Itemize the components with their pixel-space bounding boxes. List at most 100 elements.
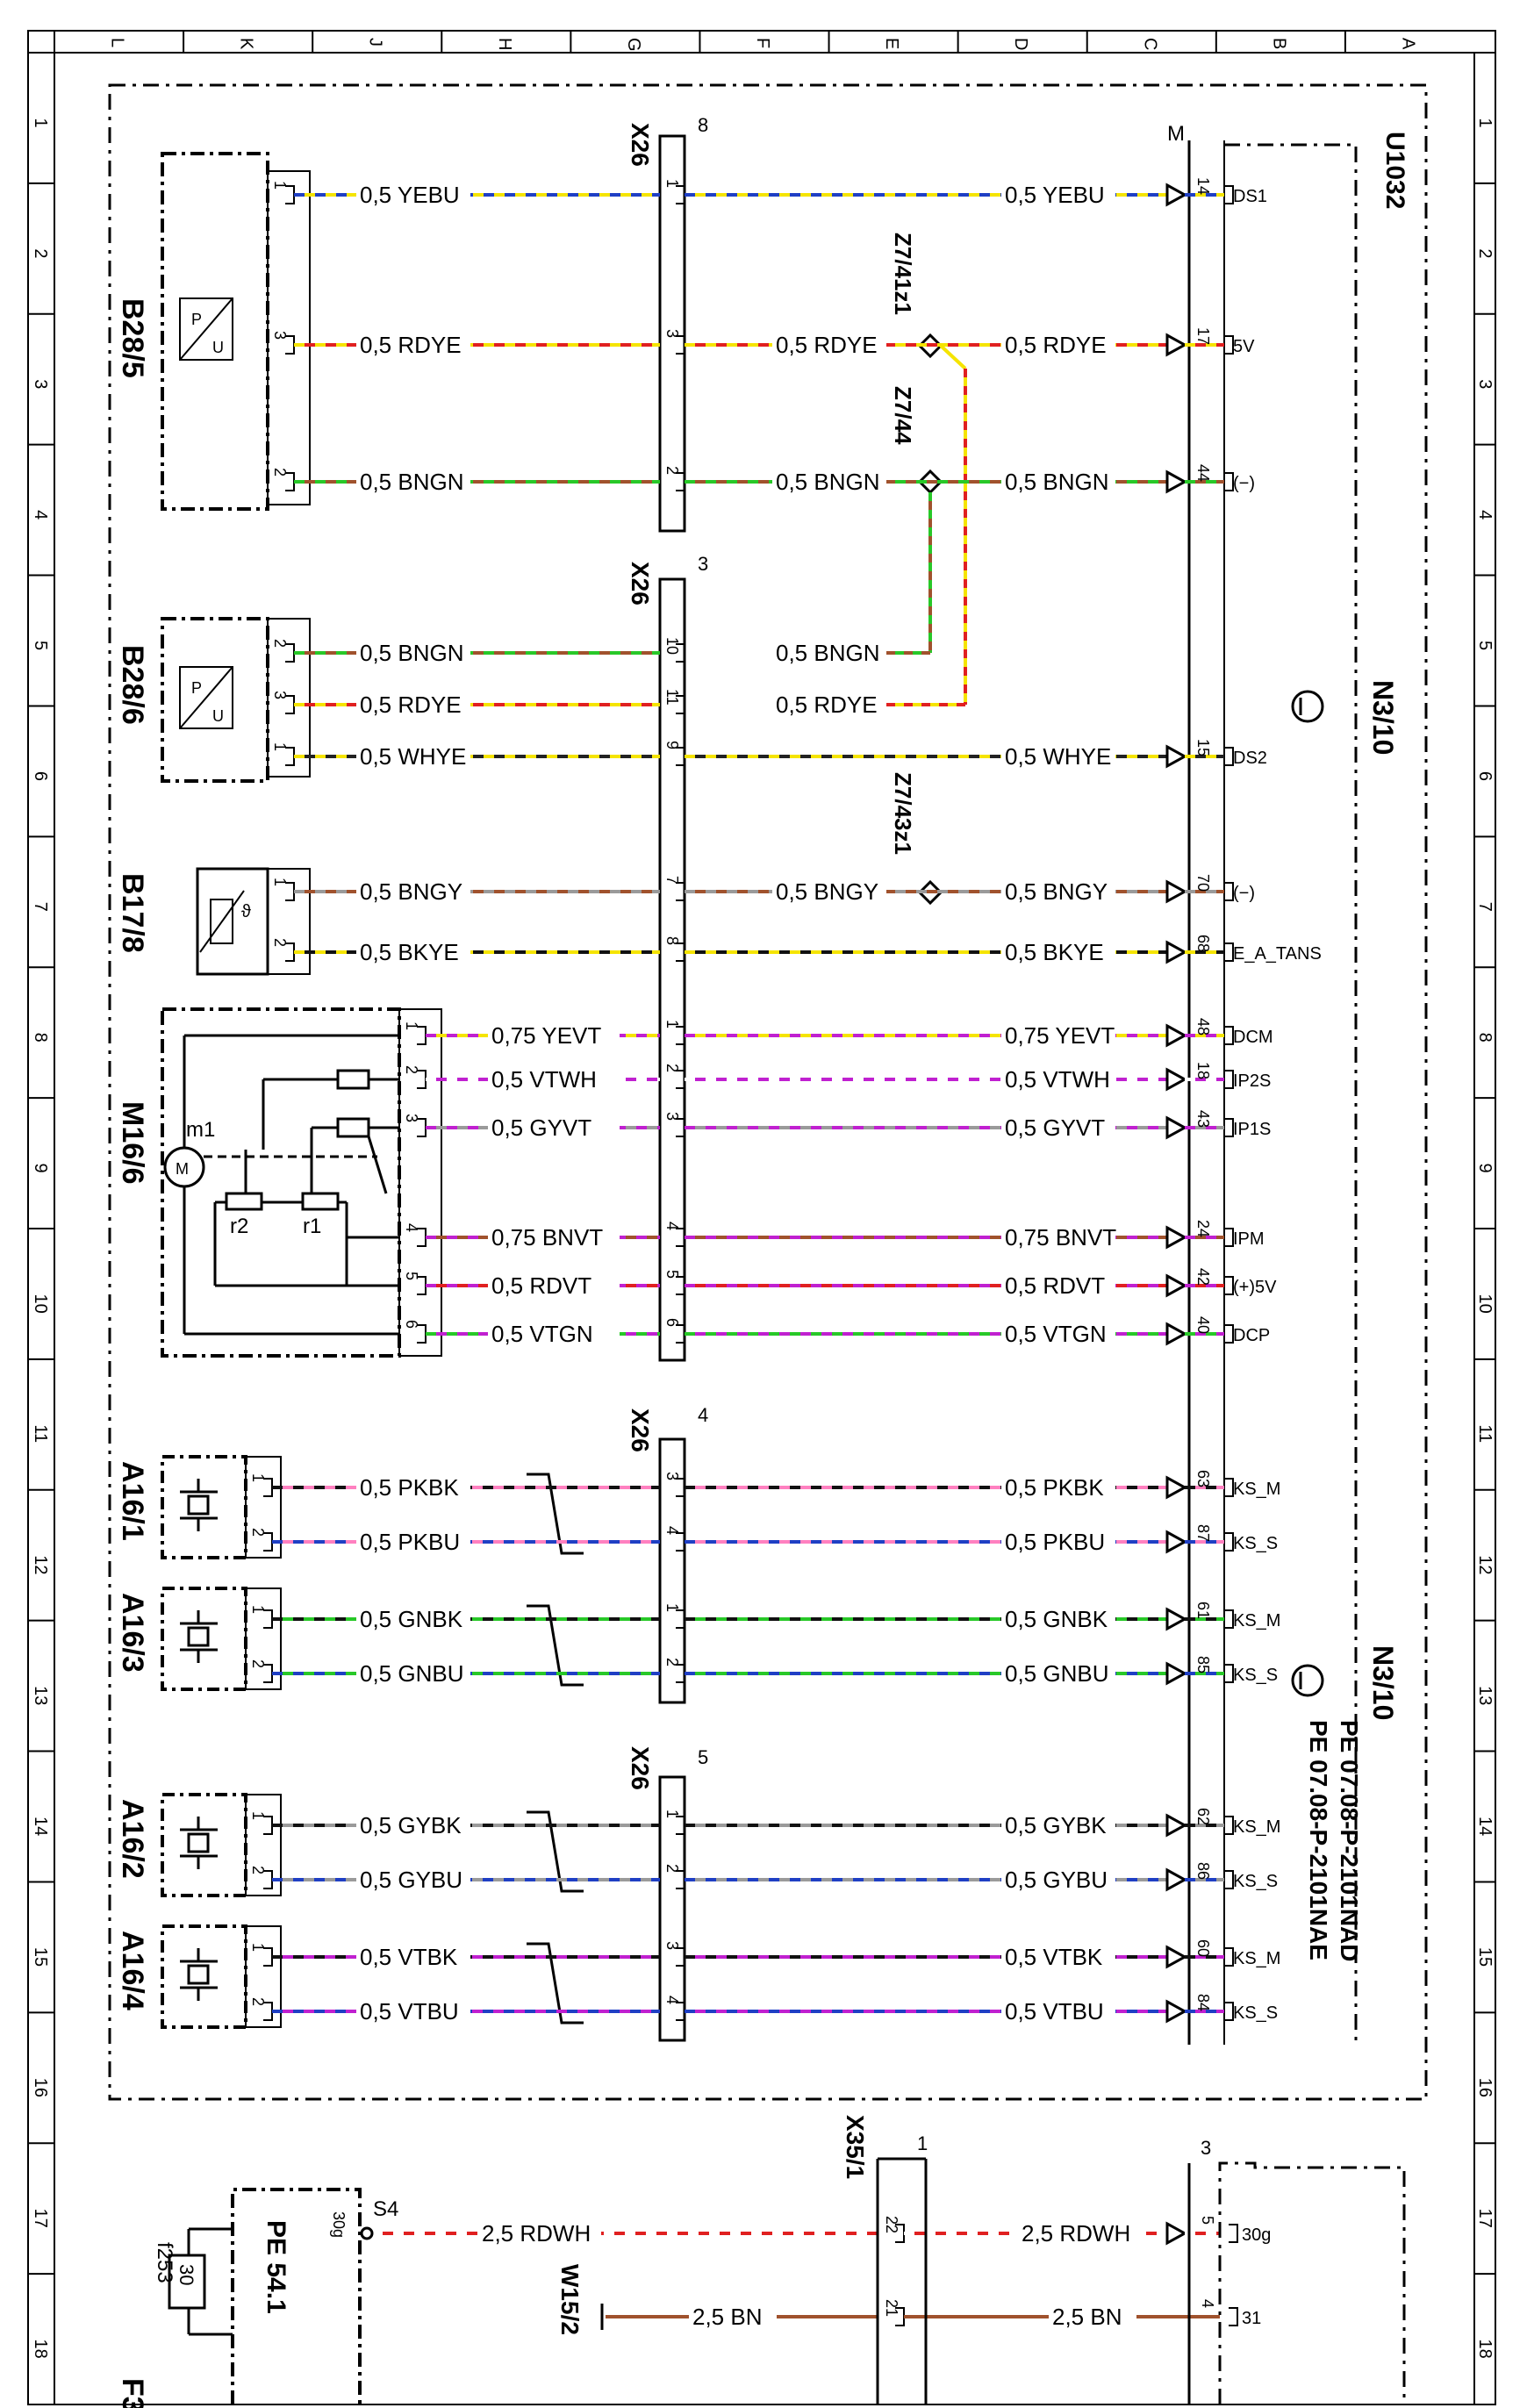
- wire-label-right: 0,5 VTBU: [1005, 1998, 1104, 2025]
- wire-label-left: 0,5 RDYE: [360, 332, 462, 358]
- svg-text:ϑ: ϑ: [241, 902, 251, 921]
- x26-label-a: X26: [627, 123, 654, 167]
- pin-terminal-icon: [1224, 1947, 1234, 1967]
- mid-pin-number: 4: [663, 1996, 681, 2004]
- left-pin-number: 1: [249, 1473, 267, 1482]
- wire-label-left: 0,5 GNBK: [360, 1606, 463, 1632]
- wire-label-bg: [772, 691, 886, 717]
- end-signal-label: 31: [1242, 2309, 1261, 2328]
- left-pin-number: 2: [249, 1659, 267, 1668]
- x26-connector-d: [658, 1775, 686, 2042]
- a16-2-label: A16/2: [116, 1799, 149, 1879]
- end-signal-label: 30g: [1242, 2225, 1271, 2245]
- s4-terminal-icon: [360, 2226, 374, 2240]
- signal-arrow-icon: [1165, 1867, 1188, 1892]
- row-label-left: 9: [31, 1164, 50, 1173]
- signal-arrow-icon: [1165, 1999, 1188, 2024]
- row-label-right: 13: [1475, 1686, 1495, 1705]
- temperature-sensor-icon: ϑ: [199, 890, 251, 953]
- s4-label: S4: [373, 2197, 398, 2221]
- wire-label-right: 0,5 VTBK: [1005, 1944, 1103, 1970]
- wire-label-right: 0,5 RDYE: [1005, 332, 1107, 358]
- column-label: G: [624, 38, 643, 52]
- knock-sensor-icon: [180, 1610, 218, 1663]
- row-label-left: 10: [31, 1294, 50, 1313]
- wire-label-right: 0,5 YEBU: [1005, 182, 1105, 208]
- wire-label-bg: [356, 938, 470, 964]
- ecu-signal-label: DS2: [1233, 749, 1267, 768]
- row-label-left: 6: [31, 771, 50, 781]
- a16-1-label: A16/1: [116, 1461, 149, 1541]
- wire-label-bg: [1001, 1114, 1115, 1140]
- pressure-sensor-icon: P U: [179, 297, 233, 361]
- splice-z44-label: Z7/44: [890, 386, 916, 445]
- left-pin-number: 3: [403, 1114, 420, 1122]
- row-label-right: 6: [1475, 771, 1495, 781]
- mid-pin-number: 1: [663, 179, 681, 188]
- row-label-right: 12: [1475, 1555, 1495, 1574]
- ecu-signal-label: IP2S: [1233, 1071, 1271, 1091]
- b17-8-pinstrip: [267, 868, 311, 975]
- wire-label-bg: [488, 1021, 620, 1048]
- signal-arrow-icon: [1165, 333, 1188, 357]
- row-label-left: 5: [31, 641, 50, 650]
- ecu-pin-number: 61: [1194, 1602, 1212, 1619]
- pin-terminal-icon: [1224, 1228, 1234, 1247]
- left-pin-number: 1: [249, 1811, 267, 1820]
- signal-arrow-icon: [1165, 1607, 1188, 1631]
- wire-label-right: 2,5 BN: [1052, 2304, 1122, 2330]
- wire-label-bg: [1001, 878, 1115, 904]
- row-label-left: 8: [31, 1033, 50, 1043]
- x26-num-d: 5: [698, 1746, 708, 1768]
- fuse-label: f253: [153, 2242, 176, 2283]
- x35-label: X35/1: [842, 2115, 869, 2179]
- wire-label-left: 0,5 GYBU: [360, 1867, 462, 1893]
- wire-label-bg: [1001, 1659, 1115, 1686]
- a16-3-box: [161, 1587, 247, 1691]
- svg-text:U: U: [212, 339, 224, 356]
- b28-6-label: B28/6: [116, 645, 149, 725]
- pin-terminal-icon: [1224, 1664, 1234, 1683]
- wire-label-mid: 0,5 BNGN: [776, 469, 880, 495]
- row-label-right: 7: [1475, 902, 1495, 912]
- column-label: J: [366, 38, 385, 47]
- left-pin-number: 2: [249, 1866, 267, 1874]
- ecu-signal-label: E_A_TANS: [1233, 944, 1322, 964]
- x26-label-b: X26: [627, 562, 654, 606]
- pin-terminal-icon: [1224, 747, 1234, 766]
- wire-label-bg: [689, 2303, 777, 2329]
- signal-arrow-icon: [1165, 1322, 1188, 1346]
- mid-pin-number: 2: [663, 466, 681, 475]
- signal-arrow-icon: [1165, 1813, 1188, 1838]
- ecu-pin-number: 48: [1194, 1018, 1212, 1036]
- wire-label-left: 0,5 RDVT: [491, 1272, 591, 1299]
- a16-2-box: [161, 1793, 247, 1897]
- shield-twist-icon: [527, 1473, 584, 2025]
- wire-label-bg: [356, 1605, 470, 1631]
- ecu-pin-number: 70: [1194, 874, 1212, 892]
- left-pin-number: 1: [271, 878, 289, 886]
- mid-pin-number: 4: [663, 1526, 681, 1535]
- wire-label-bg: [488, 1065, 620, 1092]
- wire-label-left: 0,5 PKBK: [360, 1474, 459, 1501]
- row-label-left: 11: [31, 1424, 50, 1443]
- wire-label-bg: [1001, 1473, 1115, 1500]
- wire-label-bg: [1001, 1272, 1115, 1298]
- row-label-right: 9: [1475, 1164, 1495, 1173]
- signal-arrow-icon: [1165, 1475, 1188, 1500]
- wire-label-mid: 0,5 BNGY: [776, 878, 878, 905]
- ecu-signal-label: (−): [1233, 884, 1255, 903]
- x26-connector-a: [658, 134, 686, 533]
- r2-label: r2: [230, 1215, 248, 1238]
- ecu-pin-number: 18: [1194, 1062, 1212, 1079]
- mid-pin-number: 9: [663, 741, 681, 749]
- wire-label-bg: [356, 742, 470, 769]
- ecu-pin-number: 84: [1194, 1994, 1212, 2011]
- splice-z41-label: Z7/41z1: [890, 233, 916, 315]
- wire-label-bg: [356, 1943, 470, 1969]
- m16-6-box: [161, 1007, 401, 1358]
- a16-3-pinstrip: [245, 1587, 282, 1690]
- ecu-label-1: N3/10: [1367, 680, 1399, 755]
